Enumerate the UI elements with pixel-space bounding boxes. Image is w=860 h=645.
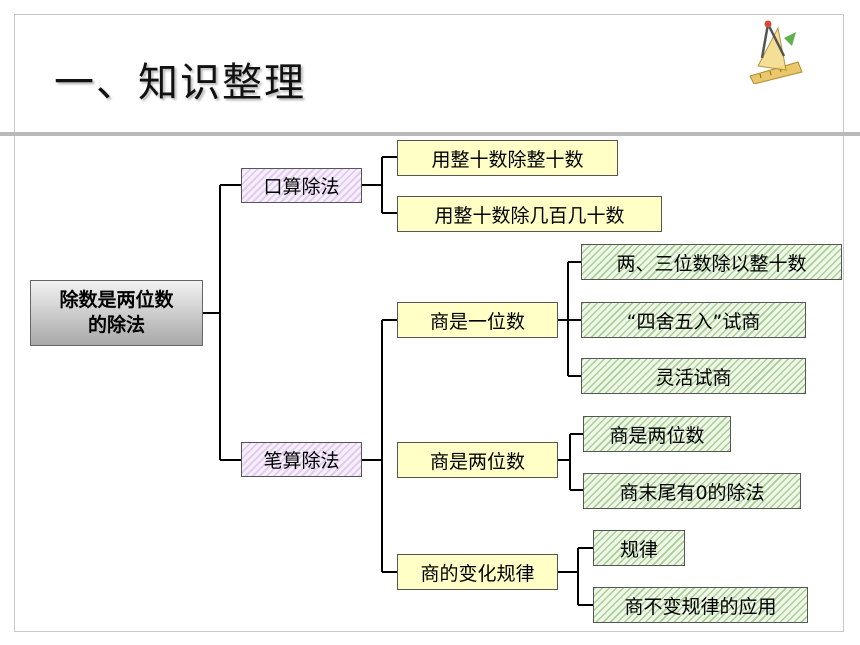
node-quotient-two-digits: 商是两位数 <box>583 416 731 452</box>
node-flexible-trial: 灵活试商 <box>581 358 806 394</box>
node-divide-by-tens: 两、三位数除以整十数 <box>581 244 842 280</box>
root-node: 除数是两位数 的除法 <box>30 280 203 346</box>
ruler-compass-icon <box>749 20 803 84</box>
node-two-digit-quotient: 商是两位数 <box>397 442 558 478</box>
slide-frame <box>14 14 844 632</box>
node-tens-by-tens: 用整十数除整十数 <box>397 140 618 176</box>
node-rule-application: 商不变规律的应用 <box>593 587 808 623</box>
node-rule: 规律 <box>593 530 685 566</box>
node-quotient-change-rule: 商的变化规律 <box>397 554 558 590</box>
title-divider <box>0 132 860 136</box>
node-rounding-trial: “四舍五入”试商 <box>581 302 806 338</box>
root-node-line2: 的除法 <box>87 314 145 336</box>
root-node-line1: 除数是两位数 <box>59 289 174 311</box>
node-written-division: 笔算除法 <box>241 442 362 477</box>
page-title: 一、知识整理 <box>54 60 306 106</box>
node-tens-by-hundreds: 用整十数除几百几十数 <box>397 196 662 232</box>
node-trailing-zero-division: 商末尾有0的除法 <box>583 473 801 509</box>
node-oral-division: 口算除法 <box>241 168 362 203</box>
node-one-digit-quotient: 商是一位数 <box>397 302 558 338</box>
